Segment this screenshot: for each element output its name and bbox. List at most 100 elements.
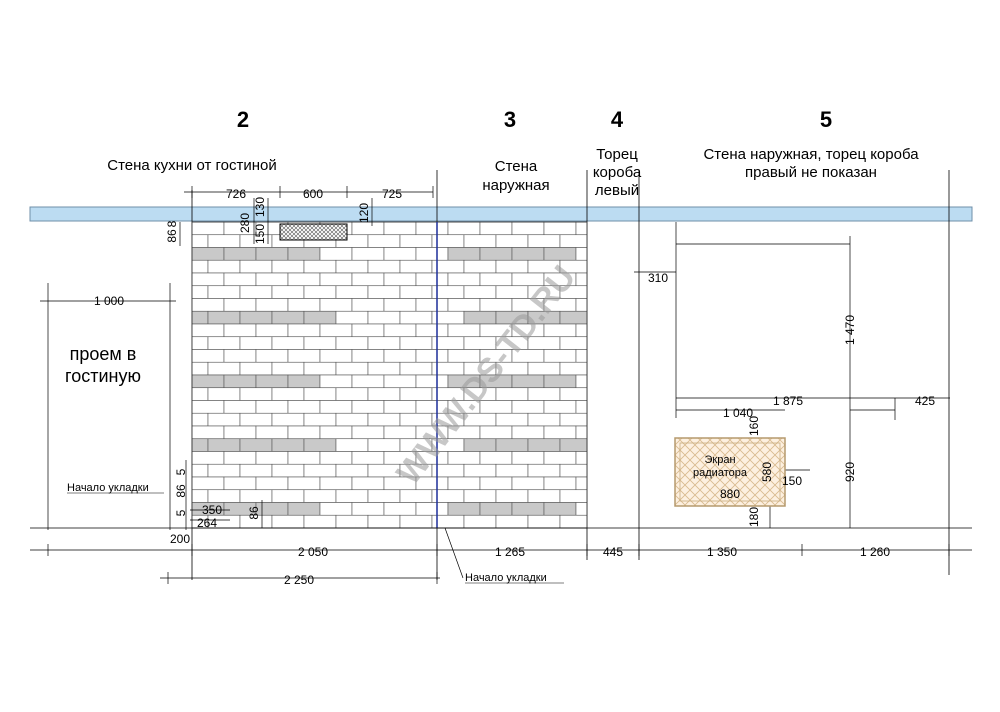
brick-tile [335,336,369,350]
brick-tile [255,451,289,465]
dim-radiator-160: 160 [747,416,761,436]
brick-tile [319,400,353,414]
brick-tile [255,400,289,414]
brick-tile [527,387,561,401]
brick-tile [223,247,257,261]
brick-tile [367,259,401,274]
dim-small-5a: 5 [174,468,188,475]
brick-tile [575,476,588,491]
section-number-3: 3 [504,107,516,132]
brick-tile [527,412,561,427]
brick-tile [303,412,337,427]
brick-tile [255,298,289,312]
brick-tile [559,514,588,529]
dim-vent-150: 150 [253,224,267,244]
brick-tile [463,438,497,452]
brick-tile [463,514,497,529]
brick-tile [527,489,561,503]
dim-left-86: 86 [165,229,179,243]
brick-tile [559,463,588,478]
brick-tile [223,349,257,363]
brick-tile [335,361,369,376]
brick-tile [207,412,241,427]
brick-tile [367,310,401,325]
brick-tile [223,476,257,491]
brick-tile [495,412,529,427]
brick-tile [415,272,449,287]
brick-tile [335,387,369,401]
brick-tile [223,374,257,389]
bottom-dimension-lines [30,527,972,584]
brick-tile [319,476,353,491]
brick-tile [191,285,209,299]
brick-tile [543,374,577,389]
brick-tile-area [191,221,588,529]
brick-tile [543,400,577,414]
brick-tile [335,285,369,299]
brick-tile [239,387,273,401]
brick-tile [399,489,433,503]
brick-tile [255,425,289,440]
brick-tile [271,361,305,376]
start-label-left: Начало укладки [67,482,149,494]
dim-vent-130: 130 [253,197,267,217]
brick-tile [207,361,241,376]
brick-tile [287,400,321,414]
brick-tile [351,451,385,465]
brick-tile [191,463,209,478]
brick-tile [335,259,369,274]
brick-tile [207,463,241,478]
brick-tile [575,374,588,389]
brick-tile [191,259,209,274]
dim-bottom-total: 2 250 [284,573,314,587]
brick-tile [319,323,353,338]
brick-tile [239,336,273,350]
brick-tile [319,502,353,516]
brick-tile [383,272,417,287]
brick-tile [191,310,209,325]
brick-tile [319,425,353,440]
brick-tile [543,451,577,465]
brick-tile [383,502,417,516]
top-dimension-lines [184,186,434,198]
brick-tile [239,438,273,452]
brick-tile [319,272,353,287]
brick-tile [287,298,321,312]
brick-tile [367,438,401,452]
brick-tile [191,349,225,363]
brick-tile [239,361,273,376]
brick-tile [335,514,369,529]
brick-tile [191,489,209,503]
brick-tile [335,412,369,427]
dim-right-1040: 1 040 [723,406,753,420]
brick-tile [351,502,385,516]
brick-tile [399,285,433,299]
dim-small-5b: 5 [174,509,188,516]
brick-tile [271,438,305,452]
brick-tile [383,349,417,363]
brick-tile [287,451,321,465]
brick-tile [511,374,545,389]
brick-tile [207,438,241,452]
brick-tile [287,476,321,491]
section-title-3-line1: Стена [495,158,538,175]
radiator-label-line2: радиатора [693,467,748,479]
brick-tile [479,451,513,465]
brick-tile [527,234,561,248]
section-title-5-line1: Стена наружная, торец короба [703,146,919,163]
brick-tile [335,438,369,452]
brick-tile [255,349,289,363]
brick-tile [479,272,513,287]
brick-tile [191,323,225,338]
brick-tile [223,451,257,465]
brick-tile [527,361,561,376]
brick-tile [271,336,305,350]
brick-tile [495,234,529,248]
brick-tile [399,514,433,529]
brick-tile [495,387,529,401]
brick-tile [335,489,369,503]
brick-tile [463,285,497,299]
brick-tile [271,285,305,299]
brick-tile [351,400,385,414]
